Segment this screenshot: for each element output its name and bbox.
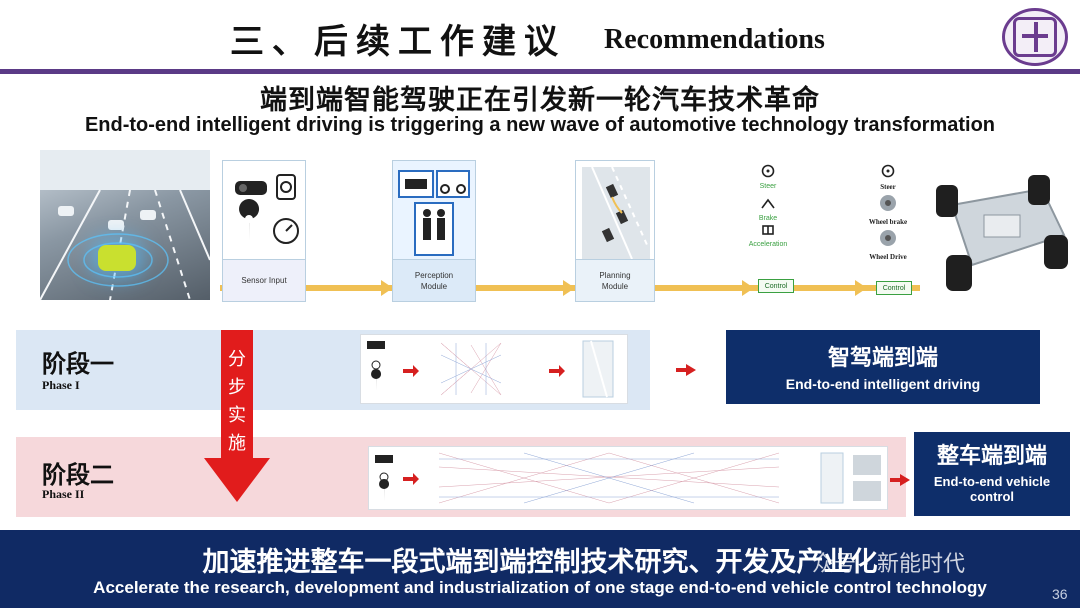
arrow-down-body [221,330,253,458]
arrow-down-icon [204,458,270,502]
phase2-result-cn: 整车端到端 [936,444,1047,469]
wheel-brake-icon [880,195,896,211]
phase1-result-en: End-to-end intelligent driving [785,376,981,392]
sensor-input-label: Sensor Input [241,276,287,285]
control-column-2: Steer Wheel brake Wheel Drive [862,164,914,261]
header: 三、后续工作建议 Recommendations [0,0,1080,74]
phase2-result-en: End-to-end vehicle control [933,474,1051,504]
arrow-right-icon [381,280,393,296]
vehicle-icon [108,220,124,230]
phase1-flow-diagram [360,334,628,404]
perception-label-box: Perception Module [393,259,475,301]
page-number: 36 [1052,586,1068,602]
planning-road-icon [582,167,650,259]
vehicle-icon [140,210,156,220]
staged-char: 施 [228,433,246,454]
staged-char: 分 [228,349,246,370]
arrow-right-icon [855,280,867,296]
phase2-flow-diagram [368,446,888,510]
arrow-right-icon [563,280,575,296]
phase1-title: 阶段一 [42,350,114,378]
planning-label-box: Planning Module [576,259,654,301]
page-title: 三、后续工作建议 [230,22,566,62]
control-box-1: Control [758,279,794,293]
conclusion-banner: 加速推进整车一段式端到端控制技术研究、开发及产业化 Accelerate the… [0,530,1080,608]
control-box-2: Control [876,281,912,295]
perception-module: Perception Module [392,160,476,302]
arrow-right-icon [676,364,696,376]
steering-wheel-icon [881,164,895,178]
steer-label: Steer [880,183,896,191]
staged-char: 步 [228,377,246,398]
phase2-network-graphic [375,452,881,504]
driving-scene-image [40,150,210,300]
wheel-brake-label: Wheel brake [868,218,908,226]
acceleration-label: Acceleration [748,241,788,248]
staged-char: 实 [228,405,246,426]
logo-emblem-icon [1013,17,1057,57]
watermark: 众号 · 新能时代 [812,552,965,577]
road-lanes-graphic [40,150,210,300]
conclusion-en: Accelerate the research, development and… [93,578,987,597]
ego-car-icon [98,245,136,271]
gear-icon [762,225,774,235]
arrow-right-icon [742,280,754,296]
page-title-en: Recommendations [604,24,825,55]
planning-label: Planning Module [599,270,631,291]
title-divider [0,69,1080,74]
university-logo [1002,8,1068,66]
phase1-result-box: 智驾端到端 End-to-end intelligent driving [726,330,1040,404]
phase1-result-cn: 智驾端到端 [827,346,938,371]
steering-wheel-icon [761,164,775,178]
sensor-input-module: Sensor Input [222,160,306,302]
steer-label: Steer [759,183,777,190]
vehicle-icon [58,206,74,216]
staged-implementation-arrow: 分 步 实 施 [204,330,270,502]
brake-label: Brake [758,215,778,222]
sensor-input-label-box: Sensor Input [223,259,305,301]
wheel-drive-icon [880,230,896,246]
vehicle-chassis-image [936,175,1068,291]
phase1-subtitle: Phase I [42,378,80,392]
subtitle-cn: 端到端智能驾驶正在引发新一轮汽车技术革命 [260,85,820,116]
staged-implementation-label: 分 步 实 施 [221,346,253,458]
conclusion-cn: 加速推进整车一段式端到端控制技术研究、开发及产业化 [202,547,878,578]
phase1-network-graphic [367,340,614,398]
sensor-icons [235,174,299,244]
phase2-result-box: 整车端到端 End-to-end vehicle control [914,432,1070,516]
brake-pedal-icon [761,198,775,209]
arrow-right-icon [890,474,910,486]
perception-label: Perception Module [414,270,454,291]
subtitle-en: End-to-end intelligent driving is trigge… [84,114,996,136]
wheel-drive-label: Wheel Drive [869,253,907,261]
phase2-subtitle: Phase II [42,487,85,501]
phase2-title: 阶段二 [42,461,114,489]
control-column-1: Steer Brake Acceleration [748,164,788,248]
perception-icons [398,170,470,256]
planning-module: Planning Module [575,160,655,302]
